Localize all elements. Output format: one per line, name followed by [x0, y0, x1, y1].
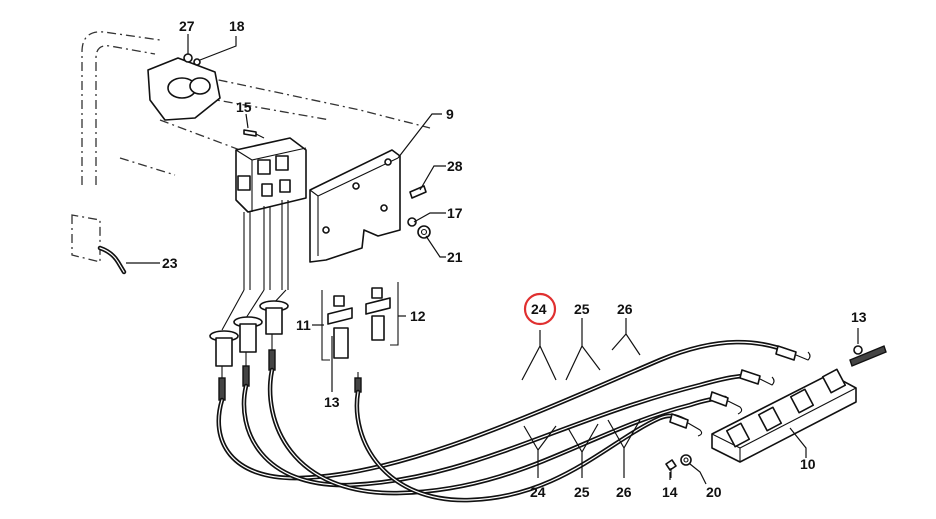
label-24-top: 24 — [531, 301, 547, 317]
label-25-top: 25 — [574, 301, 590, 317]
label-25-bottom: 25 — [574, 484, 590, 500]
label-13-right: 13 — [851, 309, 867, 325]
label-20: 20 — [706, 484, 722, 500]
phantom-outline — [71, 31, 431, 263]
cable-terminals-right — [669, 345, 811, 437]
label-10: 10 — [800, 456, 816, 472]
label-28: 28 — [447, 158, 463, 174]
hose-23 — [97, 245, 127, 275]
label-23: 23 — [162, 255, 178, 271]
washer-17 — [407, 217, 417, 227]
mounting-bracket-10 — [711, 345, 887, 463]
washer-20 — [680, 454, 692, 466]
valve-rods — [221, 200, 289, 331]
label-26-bottom: 26 — [616, 484, 632, 500]
label-11: 11 — [296, 317, 311, 333]
label-15: 15 — [236, 99, 252, 115]
bolt-28 — [409, 185, 427, 199]
upper-linkage — [147, 53, 221, 121]
bracket-plate — [309, 149, 401, 263]
label-14: 14 — [662, 484, 678, 500]
label-24-bottom: 24 — [530, 484, 546, 500]
label-9: 9 — [446, 106, 454, 122]
control-valve-block — [235, 129, 307, 213]
label-21: 21 — [447, 249, 463, 265]
bolt-14 — [665, 459, 677, 478]
label-26-top: 26 — [617, 301, 633, 317]
label-27: 27 — [179, 18, 195, 34]
part-labels: 27 18 15 9 28 17 21 23 11 12 13 13 24 25… — [162, 18, 867, 500]
label-17: 17 — [447, 205, 463, 221]
highlight-circle-24 — [523, 292, 557, 326]
nut-21 — [417, 225, 431, 239]
leader-lines — [126, 34, 859, 485]
cable-end-fittings — [209, 300, 289, 401]
cables — [216, 339, 793, 503]
label-12: 12 — [410, 308, 426, 324]
clip-group — [321, 282, 399, 393]
label-13-left: 13 — [324, 394, 340, 410]
label-18: 18 — [229, 18, 245, 34]
